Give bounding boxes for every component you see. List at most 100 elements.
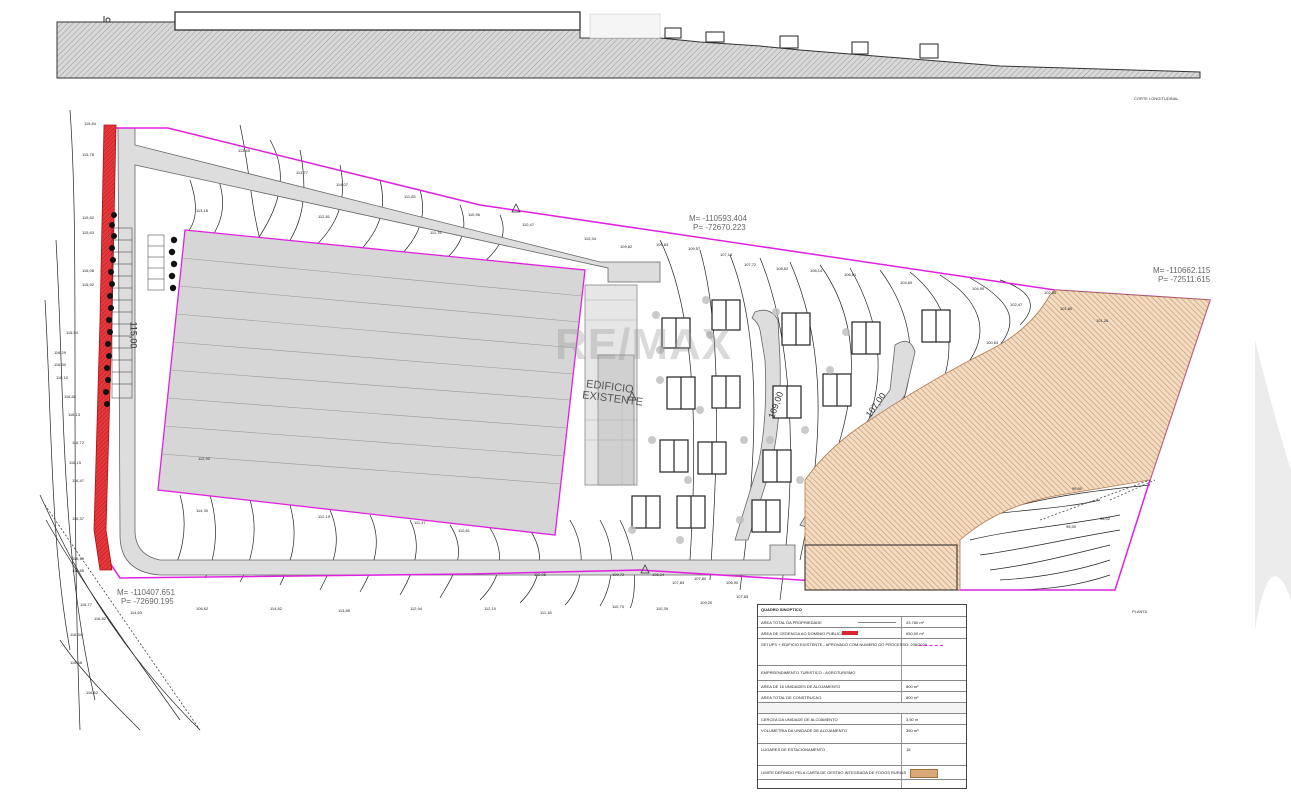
legend-row-10-label: LIMITE DEFINIDO PELA CARTA DE GESTAO INT…: [761, 770, 907, 775]
spot-elevation: 112,10: [484, 606, 496, 611]
legend-row-7-label: CERCEA DA UNIDADE DE ALOJAMENTO: [761, 717, 838, 722]
shrub-blobs: [628, 296, 850, 544]
spot-elevation: 114,07: [336, 182, 348, 187]
legend-orange-swatch: [910, 769, 938, 778]
legend-row-3-label: SETUPS + EDIFICIO EXISTENTE - APROVADO C…: [761, 642, 928, 647]
legend-magenta-swatch: [919, 645, 943, 646]
public-cession-area: [93, 124, 117, 571]
spot-elevation: 108,24: [652, 572, 665, 577]
spot-elevation: 116,15: [69, 460, 81, 465]
spot-elevation: 110,81: [458, 528, 470, 533]
spot-elevation: 116,34: [70, 632, 82, 637]
legend-row-5-label: AREA DE 16 UNIDADES DE ALOJAMENTO: [761, 684, 841, 689]
legend-row-1-value: 43.780 m²: [906, 620, 925, 625]
property-boundary: [107, 127, 1212, 591]
spot-elevation: 102,47: [1010, 302, 1023, 307]
spot-elevation: 110,96: [468, 212, 480, 217]
legend-row-6-value: 800 m²: [906, 695, 919, 700]
spot-elevation: 116,72: [72, 440, 84, 445]
legend-row-1-label: AREA TOTAL DA PROPRIEDADE: [761, 620, 822, 625]
spot-elevation: 107,80: [694, 576, 707, 581]
watermark: RE/MAX: [555, 320, 733, 369]
spot-elevation: 113,65: [238, 148, 250, 153]
coord-right-p: P= -72511.615: [1158, 275, 1211, 284]
spot-elevation: 106,62: [196, 606, 209, 611]
spot-elevation: 107,83: [672, 580, 685, 585]
legend-row-4-label: EMPREENDIMENTO TURISTICO - AGROTURISMO: [761, 670, 856, 675]
spot-elevation: 109,83: [656, 242, 669, 247]
spot-elevation: 104,60: [900, 280, 913, 285]
legend-row-2-label: AREA DE CEDENCIA AO DOMINIO PUBLICO: [761, 631, 844, 636]
spot-elevation: 112,19: [318, 514, 330, 519]
spot-elevation: 114,30: [196, 508, 208, 513]
spot-elevation: 98,90: [1066, 524, 1077, 529]
spot-elevation: 115,82: [82, 215, 94, 220]
legend-row-9-value: 18: [906, 747, 911, 752]
spot-elevation: 110,05: [534, 572, 546, 577]
spot-elevation: 109,20: [700, 600, 713, 605]
coord-top-m: M= -110593.404: [689, 214, 747, 223]
legend-row-6-label: AREA TOTAL DE CONSTRUCAO: [761, 695, 822, 700]
spot-elevation: 110,75: [612, 604, 624, 609]
spot-elevation: 116,10: [56, 375, 68, 380]
large-building-footprint: [157, 229, 586, 536]
spot-elevation: 116,19: [72, 556, 84, 561]
spot-elevation: 115,92: [82, 282, 94, 287]
coord-bottom-p: P= -72690.195: [121, 597, 174, 606]
spot-elevation: 98,52: [1100, 516, 1111, 521]
spot-elevation: 116,08: [82, 268, 94, 273]
spot-elevation: 110,47: [522, 222, 534, 227]
parking-bays: [111, 227, 165, 399]
spot-elevation: 115,78: [82, 152, 94, 157]
plan-view: [39, 109, 1291, 731]
spot-elevation: 116,37: [72, 516, 84, 521]
spot-elevation: 112,81: [318, 214, 330, 219]
spot-elevation: 112,90: [198, 456, 210, 461]
spot-elevation: 111,83: [404, 194, 416, 199]
road-label-115: 115,00: [128, 321, 139, 349]
spot-elevation: 106,90: [726, 580, 739, 585]
tree-row: [103, 212, 178, 407]
spot-elevation: 102,85: [1044, 290, 1057, 295]
spot-elevation: 101,26: [1096, 318, 1109, 323]
spot-elevation: 109,72: [612, 572, 625, 577]
spot-elevation: 116,47: [72, 478, 84, 483]
spot-elevation: 112,94: [410, 606, 422, 611]
spot-elevation: 116,30: [54, 362, 66, 367]
limit-rectangle: [804, 544, 958, 591]
coord-right-m: M= -110662.115: [1153, 266, 1211, 275]
legend-row-7-value: 3,50 m: [906, 717, 919, 722]
spot-elevation: 107,18: [720, 252, 733, 257]
spot-elevation: 116,82: [94, 616, 106, 621]
spot-elevation: 99,90: [1072, 486, 1083, 491]
spot-elevation: 115,84: [84, 121, 96, 126]
spot-elevation: 108,14: [810, 268, 823, 273]
spot-elevation: 111,78: [430, 230, 442, 235]
legend-row-2-value: 650,00 m²: [906, 631, 925, 636]
spot-elevation: 110,39: [656, 606, 668, 611]
legend-row-5-value: 800 m²: [906, 684, 919, 689]
legend-title: QUADRO SINOPTICO: [761, 607, 802, 612]
longitudinal-section: [56, 11, 1201, 79]
spot-elevation: 116,29: [54, 350, 66, 355]
spot-elevation: 110,34: [584, 236, 596, 241]
spot-elevation: 113,85: [338, 608, 350, 613]
legend-red-swatch: [842, 631, 858, 635]
spot-elevation: 108,52: [776, 266, 789, 271]
spot-elevation: 116,48: [70, 660, 82, 665]
legend-row-9-label: LUGARES DE ESTACIONAMENTO: [761, 747, 826, 752]
coord-top-p: P= -72670.223: [693, 223, 746, 232]
legend-grey-line-swatch: [858, 622, 896, 623]
spot-elevation: 107,83: [736, 594, 749, 599]
legend-row-8-value: 350 m³: [906, 728, 919, 733]
fire-management-area: [804, 289, 1211, 591]
spot-elevation: 107,72: [744, 262, 757, 267]
spot-elevation: 116,82: [64, 394, 76, 399]
map-edge-shade: [1255, 340, 1291, 630]
spot-elevation: 116,85: [72, 568, 84, 573]
spot-elevation: 101,80: [1060, 306, 1073, 311]
existing-building: [584, 284, 638, 486]
spot-elevation: 104,90: [972, 286, 985, 291]
spot-elevation: 116,62: [86, 690, 98, 695]
accommodation-units: [631, 299, 951, 533]
